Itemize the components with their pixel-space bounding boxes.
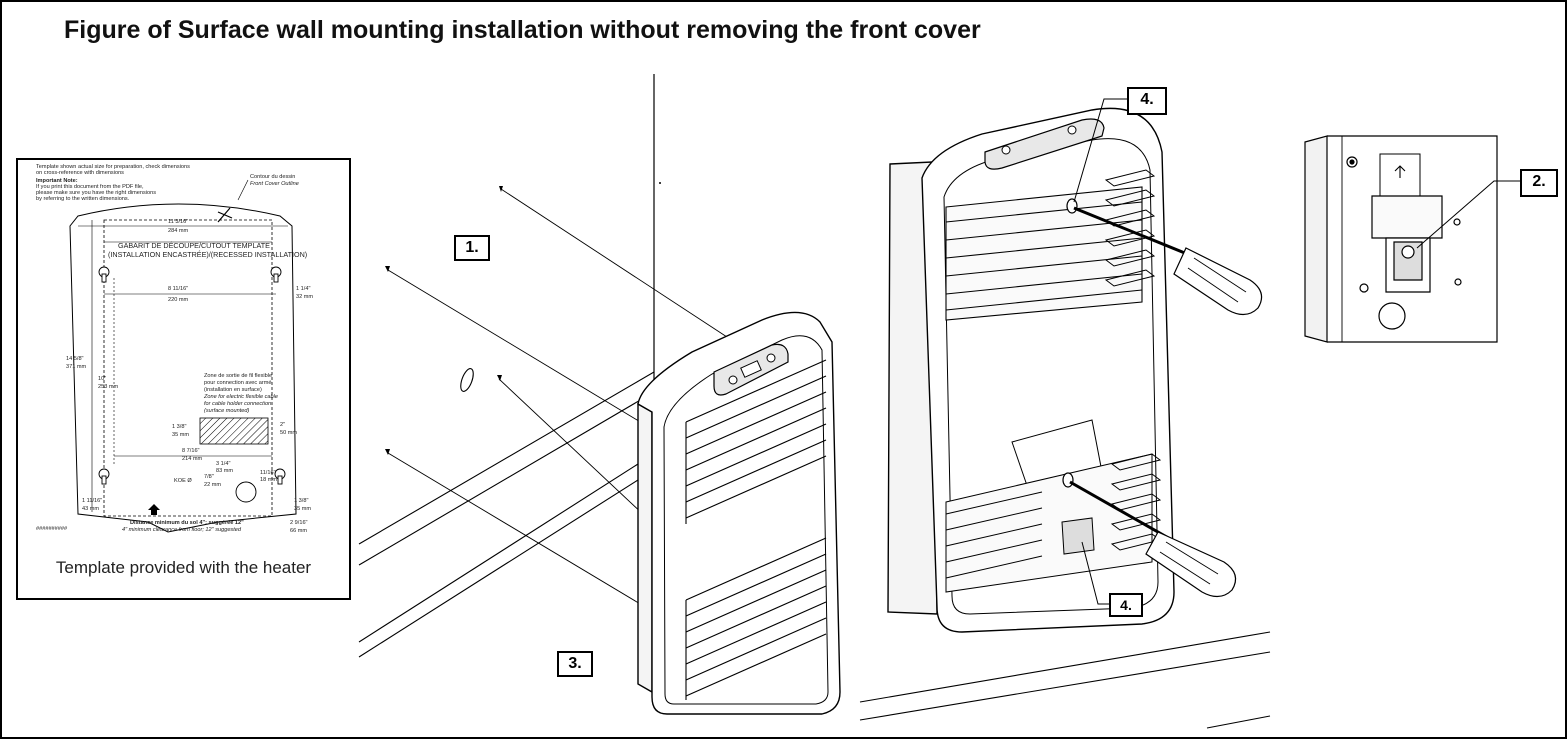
floor-lines-right [859, 631, 1271, 729]
svg-text:8 7/16": 8 7/16" [182, 448, 200, 454]
svg-text:7/8": 7/8" [204, 474, 214, 480]
svg-text:1 3/8": 1 3/8" [172, 424, 186, 430]
control-knob-icon [1001, 145, 1011, 155]
callout-step-2: 2. [1520, 169, 1558, 197]
svg-text:35 mm: 35 mm [294, 506, 311, 512]
svg-text:1 11/16": 1 11/16" [82, 498, 102, 504]
svg-text:2 9/16": 2 9/16" [290, 520, 308, 526]
svg-text:22 mm: 22 mm [204, 482, 221, 488]
template-top-note: Template shown actual size for preparati… [36, 164, 190, 170]
svg-text:Front Cover Outline: Front Cover Outline [250, 181, 299, 187]
svg-text:(installation en surface): (installation en surface) [204, 387, 262, 393]
cutout-template-drawing: Template shown actual size for preparati… [36, 164, 313, 534]
callout-step-4-top: 4. [1127, 87, 1167, 115]
svg-text:32 mm: 32 mm [296, 294, 313, 300]
svg-text:43 mm: 43 mm [82, 506, 99, 512]
screw-icon [385, 449, 390, 455]
mounting-screws [385, 186, 503, 455]
svg-text:371 mm: 371 mm [66, 364, 87, 370]
svg-text:253 mm: 253 mm [98, 384, 119, 390]
front-cover-outline [69, 203, 297, 533]
svg-text:18 mm: 18 mm [260, 477, 277, 483]
svg-text:3 1/4": 3 1/4" [216, 461, 230, 467]
svg-text:(surface mounted): (surface mounted) [204, 408, 250, 414]
screw-icon [385, 266, 390, 272]
svg-text:83 mm: 83 mm [216, 468, 233, 474]
svg-text:Zone for electric flexible cab: Zone for electric flexible cable [203, 394, 278, 400]
svg-text:GABARIT DE DÉCOUPE/CUTOUT TEMP: GABARIT DE DÉCOUPE/CUTOUT TEMPLATE [118, 241, 270, 250]
svg-text:50 mm: 50 mm [280, 430, 297, 436]
keyhole-icon [98, 468, 110, 485]
svg-text:on cross-reference with dimens: on cross-reference with dimensions [36, 170, 124, 176]
svg-text:Important Note:: Important Note: [36, 178, 78, 184]
callout-step-3: 3. [557, 651, 593, 677]
screw-icon [1359, 283, 1369, 293]
screwdriver-upper [1073, 206, 1263, 316]
control-knob-icon [1067, 125, 1077, 135]
svg-text:2": 2" [280, 422, 285, 428]
svg-text:by referring to the written di: by referring to the written dimensions. [36, 196, 130, 202]
floor-arrow-icon [148, 504, 160, 515]
control-knob-icon [728, 375, 738, 385]
svg-text:220 mm: 220 mm [168, 297, 189, 303]
screwdriver-lower [1069, 480, 1237, 598]
screw-icon [499, 186, 503, 192]
keyhole-icon [270, 266, 282, 283]
svg-text:14 5/8": 14 5/8" [66, 356, 84, 362]
template-panel: Template shown actual size for preparati… [16, 158, 351, 600]
svg-text:11 3/16": 11 3/16" [168, 219, 188, 225]
svg-text:Distance minimum du sol 4"; su: Distance minimum du sol 4"; suggérée 12" [130, 520, 244, 526]
svg-text:##########: ########## [36, 526, 68, 532]
figure-title: Figure of Surface wall mounting installa… [64, 16, 981, 44]
svg-text:284 mm: 284 mm [168, 228, 189, 234]
callout-step-4-bottom: 4. [1109, 593, 1143, 617]
bracket-detail [1304, 135, 1498, 343]
svg-text:If you print this document fro: If you print this document from the PDF … [36, 184, 144, 190]
svg-text:KOE Ø: KOE Ø [174, 478, 192, 484]
scissors-icon [217, 207, 233, 223]
svg-text:10": 10" [98, 376, 106, 382]
svg-text:35 mm: 35 mm [172, 432, 189, 438]
svg-text:please make sure you have the: please make sure you have the right dime… [36, 190, 156, 196]
screw-hole-upper [1066, 198, 1078, 214]
svg-text:8 11/16": 8 11/16" [168, 286, 188, 292]
template-caption: Template provided with the heater [55, 558, 312, 577]
screw-icon [497, 375, 502, 381]
heater-unit-left [637, 311, 841, 715]
keyhole-icon [98, 266, 110, 283]
svg-text:4" minimum clearance from floo: 4" minimum clearance from floor; 12" sug… [122, 527, 242, 533]
svg-text:66 mm: 66 mm [290, 528, 307, 534]
heater-unit-right [887, 107, 1175, 633]
control-knob-icon [766, 353, 776, 363]
svg-text:(INSTALLATION ENCASTRÉE)/(RECE: (INSTALLATION ENCASTRÉE)/(RECESSED INSTA… [108, 250, 307, 259]
screw-icon [1453, 218, 1461, 226]
floor-lines-left [358, 371, 655, 658]
callout-step-1: 1. [454, 235, 490, 261]
svg-text:Contour du dessin: Contour du dessin [250, 174, 295, 180]
wall-knockout-hole [460, 368, 474, 392]
callout-leaders [1073, 98, 1520, 605]
svg-text:Zone de sortie de fil flexible: Zone de sortie de fil flexible [204, 373, 272, 379]
svg-text:1 3/8": 1 3/8" [294, 498, 308, 504]
svg-text:11/16": 11/16" [260, 470, 276, 476]
screw-leader-lines [387, 188, 728, 618]
svg-text:1 1/4": 1 1/4" [296, 286, 310, 292]
svg-text:214 mm: 214 mm [182, 456, 203, 462]
svg-text:pour connection avec armé: pour connection avec armé [204, 380, 271, 386]
knockout-circle [235, 481, 257, 503]
svg-text:for cable holder connection: for cable holder connection [204, 401, 271, 407]
keyhole-icon [274, 468, 286, 485]
cable-zone-hatch [199, 417, 269, 445]
screw-hole-lower [1062, 472, 1074, 488]
